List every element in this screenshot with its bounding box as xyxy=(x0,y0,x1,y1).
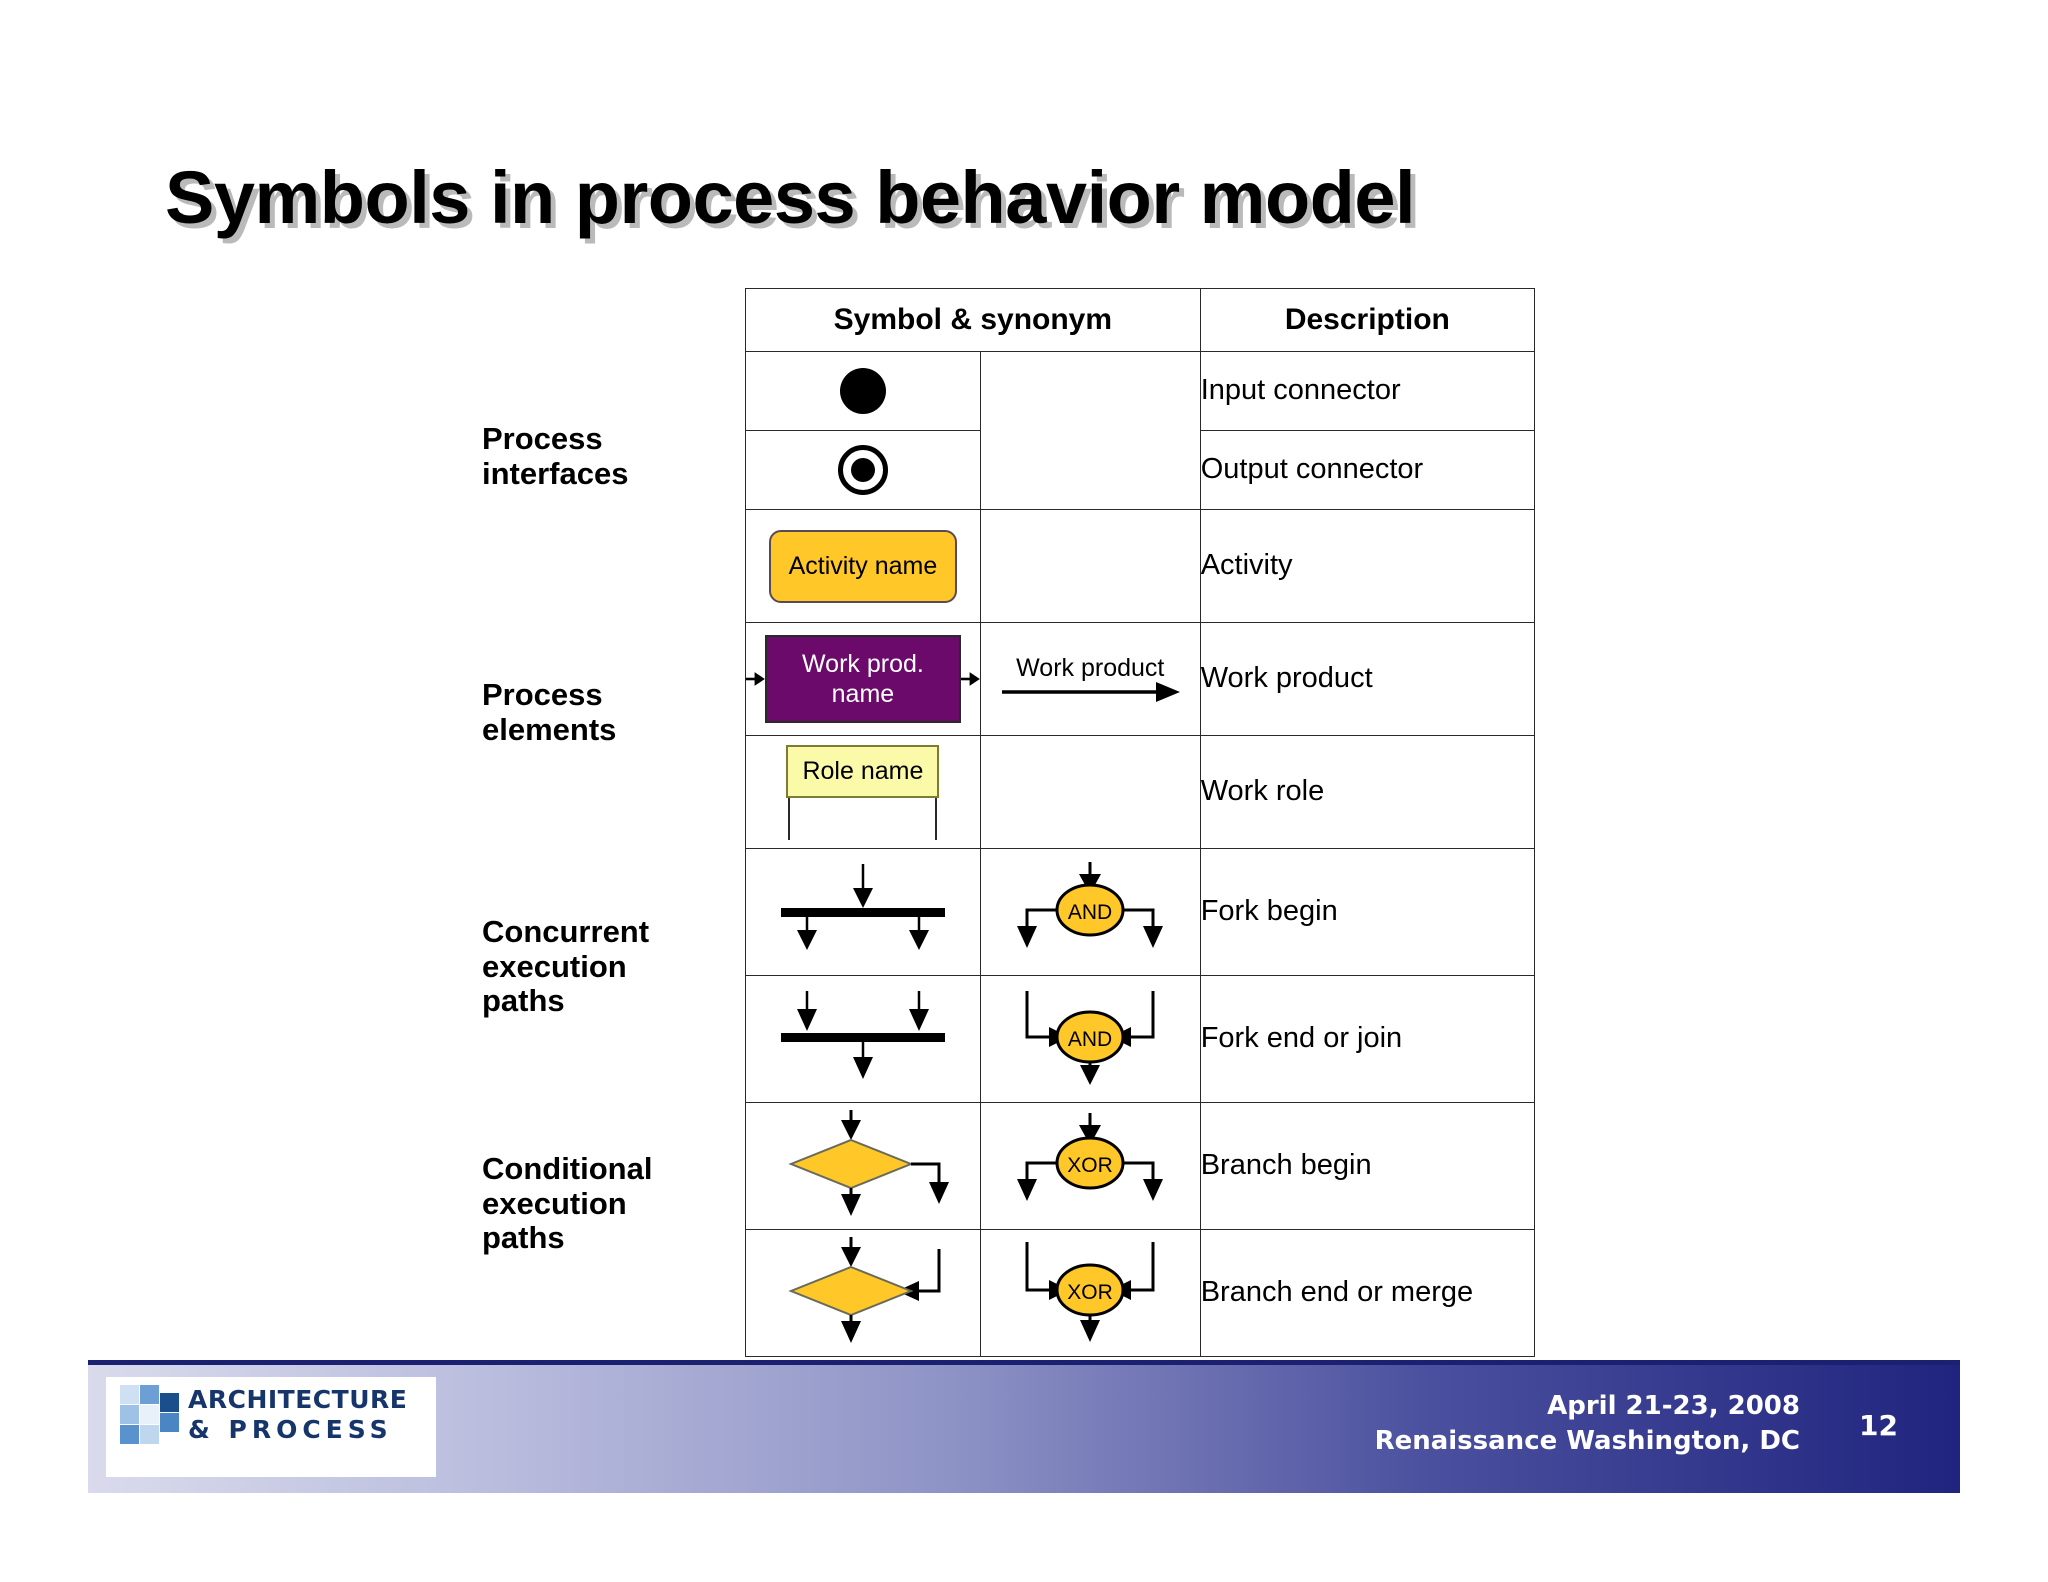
activity-rounded-box: Activity name xyxy=(768,529,958,603)
symbol-cell-branch-merge xyxy=(745,1229,981,1357)
column-header-symbol-synonym: Symbol & synonym xyxy=(745,288,1201,352)
symbol-cell-output-connector xyxy=(745,430,981,510)
page-title: Symbols in process behavior model xyxy=(165,156,1416,239)
work-product-box: Work prod. name xyxy=(764,635,961,723)
column-header-description: Description xyxy=(1199,288,1536,352)
group-label-conditional-execution-paths: Conditional execution paths xyxy=(482,1151,653,1256)
branch-diamond-begin-icon xyxy=(788,1110,949,1216)
xor-gate-branch-begin-icon: XOR xyxy=(1017,1113,1164,1201)
logo-text: ARCHITECTURE & PROCESS xyxy=(188,1385,407,1444)
role-swimlane-legs xyxy=(788,797,938,840)
filled-circle-icon xyxy=(839,368,886,414)
description-work-role: Work role xyxy=(1199,735,1536,849)
and-gate-label-join: AND xyxy=(1068,1028,1112,1051)
table-row: Role name Work role xyxy=(745,735,1536,849)
symbol-cell-fork-join xyxy=(745,975,981,1103)
arrow-out-of-work-product-icon xyxy=(960,672,980,686)
role-swimlane: Role name xyxy=(786,744,940,840)
event-venue: Renaissance Washington, DC xyxy=(1374,1426,1800,1457)
xor-gate-branch-merge-icon: XOR xyxy=(1025,1242,1155,1342)
slide-footer: ARCHITECTURE & PROCESS April 21-23, 2008… xyxy=(88,1360,1960,1493)
table-row: Work prod. name Work product Work produc… xyxy=(745,622,1536,736)
fork-bar-join-icon xyxy=(780,991,945,1079)
table-header-row: Symbol & synonym Description xyxy=(745,288,1536,352)
symbol-cell-work-role: Role name xyxy=(745,735,981,849)
logo-line-process: & PROCESS xyxy=(188,1415,393,1444)
description-branch-begin: Branch begin xyxy=(1199,1102,1536,1230)
table-row: XOR Branch end or merge xyxy=(745,1229,1536,1357)
group-label-concurrent-execution-paths: Concurrent execution paths xyxy=(482,914,650,1019)
symbol-cell-activity: Activity name xyxy=(745,509,981,623)
synonym-cell-xor-gate-branch-begin: XOR xyxy=(979,1102,1201,1230)
group-label-process-interfaces: Process interfaces xyxy=(482,421,629,491)
description-activity: Activity xyxy=(1199,509,1536,623)
work-product-arrow-icon xyxy=(1002,681,1181,702)
work-product-arrow-label: Work product xyxy=(1016,653,1165,682)
role-box: Role name xyxy=(786,744,940,798)
table-row: AND Fork end or join xyxy=(745,975,1536,1103)
symbols-table: Symbol & synonym Description Input conne… xyxy=(745,288,1536,1357)
synonym-cell-empty-connectors xyxy=(980,351,1201,510)
xor-gate-label-merge: XOR xyxy=(1068,1281,1114,1304)
description-fork-end-or-join: Fork end or join xyxy=(1199,975,1536,1103)
symbol-cell-fork-begin xyxy=(745,848,981,976)
synonym-cell-and-gate-join: AND xyxy=(979,975,1201,1103)
logo-blocks-icon xyxy=(120,1385,182,1447)
page-number: 12 xyxy=(1859,1409,1898,1442)
table-row: AND Fork begin xyxy=(745,848,1536,976)
and-gate-join-icon: AND xyxy=(1025,991,1155,1085)
synonym-cell-and-gate-fork-begin: AND xyxy=(979,848,1201,976)
symbol-cell-input-connector xyxy=(745,351,981,431)
circle-with-dot-icon xyxy=(837,445,888,495)
table-row: Input connector xyxy=(745,351,1536,510)
fork-bar-begin-icon xyxy=(780,864,945,950)
table-row: Output connector xyxy=(745,430,1536,510)
symbol-cell-work-product: Work prod. name xyxy=(745,622,981,736)
xor-gate-label-begin: XOR xyxy=(1068,1154,1114,1177)
event-info: April 21-23, 2008 Renaissance Washington… xyxy=(1375,1389,1800,1459)
description-input-connector: Input connector xyxy=(1199,351,1536,431)
description-branch-end-or-merge: Branch end or merge xyxy=(1199,1229,1536,1357)
logo: ARCHITECTURE & PROCESS xyxy=(106,1377,436,1477)
table-row: Activity name Activity xyxy=(745,509,1536,623)
and-gate-fork-begin-icon: AND xyxy=(1017,862,1164,948)
symbol-cell-branch-begin xyxy=(745,1102,981,1230)
description-work-product: Work product xyxy=(1199,622,1536,736)
synonym-cell-work-product-arrow: Work product xyxy=(979,622,1201,736)
and-gate-label-top: AND xyxy=(1068,901,1112,924)
branch-diamond-merge-icon xyxy=(788,1237,941,1343)
synonym-cell-activity-empty xyxy=(979,509,1201,623)
description-output-connector: Output connector xyxy=(1199,430,1536,510)
table-row: XOR Branch begin xyxy=(745,1102,1536,1230)
arrow-into-work-product-icon xyxy=(746,672,765,686)
synonym-cell-work-role-empty xyxy=(979,735,1201,849)
description-fork-begin: Fork begin xyxy=(1199,848,1536,976)
group-label-process-elements: Process elements xyxy=(482,677,617,747)
logo-line-architecture: ARCHITECTURE xyxy=(188,1385,408,1414)
synonym-cell-xor-gate-branch-merge: XOR xyxy=(979,1229,1201,1357)
event-date: April 21-23, 2008 xyxy=(1547,1391,1800,1421)
